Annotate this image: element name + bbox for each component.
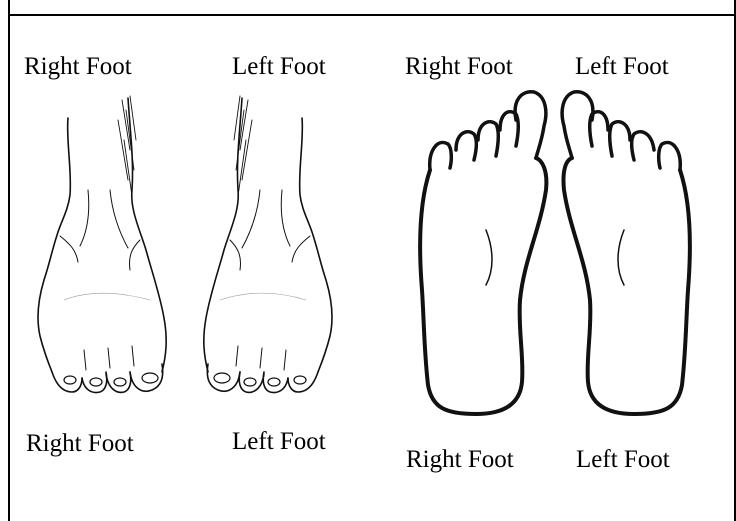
right-foot-front-drawing — [38, 96, 166, 392]
right-foot-sole-drawing — [420, 92, 546, 414]
left-foot-sole-drawing — [562, 92, 690, 414]
left-foot-front-drawing — [204, 96, 332, 392]
